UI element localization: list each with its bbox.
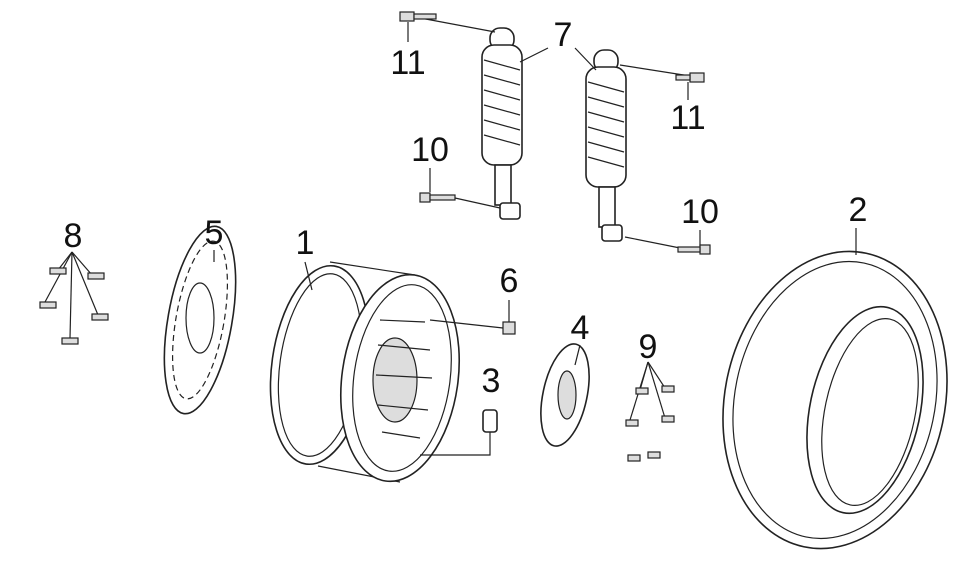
- callout-11-left: 11: [390, 44, 426, 82]
- callout-11-right: 11: [670, 99, 706, 137]
- callout-10-right: 10: [681, 193, 719, 231]
- shock-absorber-right: [585, 49, 627, 242]
- bolts: [39, 11, 711, 462]
- spacer: [429, 300, 516, 335]
- callout-6: 6: [499, 262, 519, 300]
- callout-5: 5: [204, 214, 224, 252]
- valve: [420, 409, 498, 456]
- brake-disc: [163, 225, 237, 415]
- callout-4: 4: [570, 309, 590, 347]
- shock-absorber-left: [481, 27, 523, 220]
- callout-9: 9: [638, 328, 658, 366]
- callout-2: 2: [848, 191, 868, 229]
- callout-10-left: 10: [411, 131, 449, 169]
- callout-8: 8: [63, 217, 83, 255]
- callout-7: 7: [553, 16, 573, 54]
- callout-1: 1: [295, 224, 315, 262]
- callout-3: 3: [481, 362, 501, 400]
- wheel-rim: [269, 261, 461, 483]
- tire: [722, 250, 948, 550]
- sprocket-hub: [540, 343, 590, 447]
